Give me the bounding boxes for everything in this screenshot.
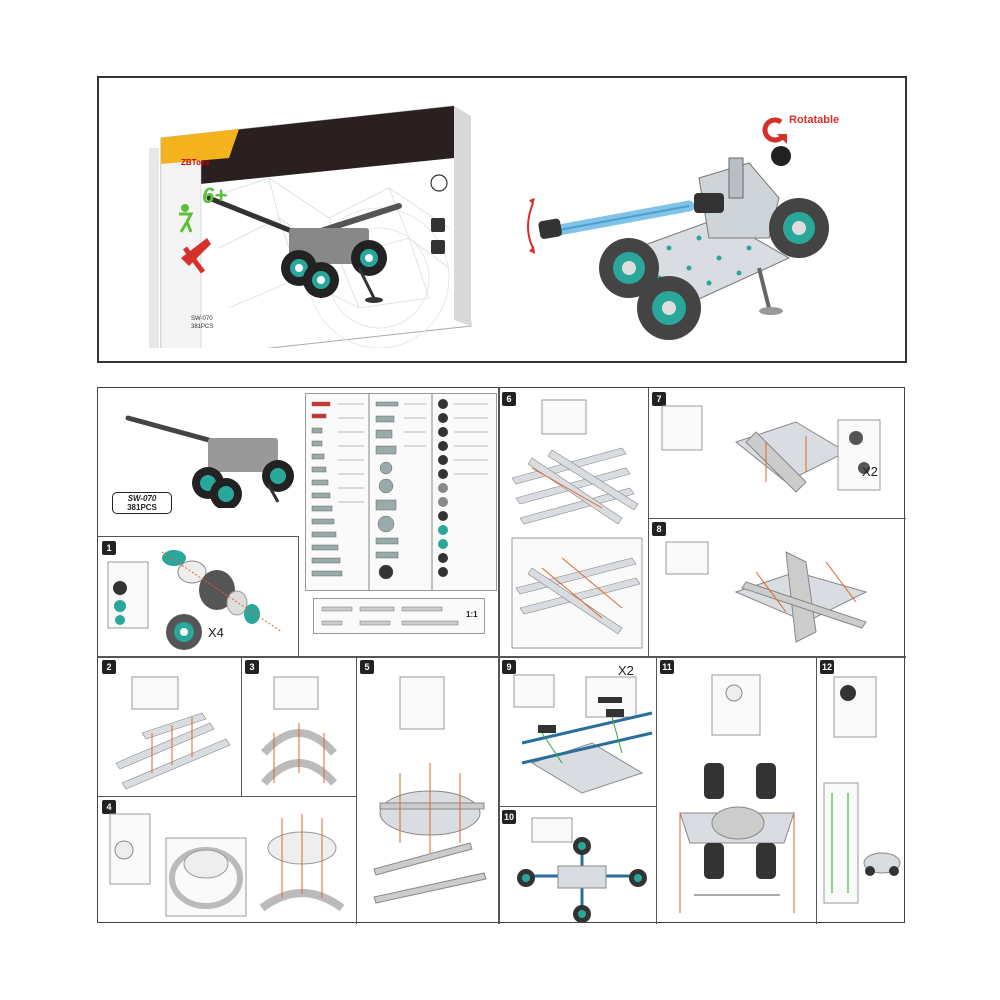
- box-brand: ZBToys: [181, 158, 210, 167]
- step-number-1: 1: [102, 541, 116, 555]
- scale-label: 1:1: [466, 610, 478, 619]
- step-9-multiplier: X2: [618, 663, 634, 678]
- divider: [98, 796, 356, 797]
- step-8-diagram: [665, 541, 868, 643]
- product-box-illustration: [149, 105, 472, 348]
- step-7-multiplier: X2: [862, 464, 878, 479]
- box-pcs: 381PCS: [191, 324, 214, 330]
- manual-model-badge: SW-070 381PCS: [112, 492, 172, 514]
- step-number-3: 3: [245, 660, 259, 674]
- manual-model: SW-070: [127, 494, 157, 503]
- step-10-diagram: [517, 817, 647, 922]
- step-2-diagram: [115, 676, 231, 790]
- rotatable-label: Rotatable: [789, 114, 840, 126]
- step-7-diagram: [661, 405, 881, 493]
- step-number-12: 12: [820, 660, 834, 674]
- step-4-diagram: [109, 813, 345, 917]
- divider: [656, 656, 657, 924]
- divider: [98, 656, 906, 658]
- step-1-multiplier: X4: [208, 625, 224, 640]
- strip-ruler-drawing: [321, 606, 459, 626]
- divider: [648, 518, 906, 519]
- step-number-6: 6: [502, 392, 516, 406]
- step-6-diagram: [511, 399, 643, 649]
- divider: [356, 656, 357, 924]
- manual-cover-cannon: [125, 415, 294, 508]
- box-model: SW-070: [191, 316, 213, 322]
- divider: [648, 388, 649, 656]
- box-age-label: 6+: [202, 183, 228, 208]
- divider: [298, 536, 299, 656]
- instruction-manual: SW-070 381PCS: [97, 387, 906, 924]
- parts-list-drawing: [311, 394, 488, 590]
- step-number-7: 7: [652, 392, 666, 406]
- step-number-2: 2: [102, 660, 116, 674]
- step-1-diagram: [107, 550, 283, 650]
- divider: [98, 536, 298, 537]
- divider: [498, 806, 656, 807]
- step-number-11: 11: [660, 660, 674, 674]
- step-number-4: 4: [102, 800, 116, 814]
- step-number-8: 8: [652, 522, 666, 536]
- divider: [241, 656, 242, 796]
- divider: [816, 656, 817, 924]
- step-11-diagram: [679, 674, 795, 913]
- step-12-diagram: [823, 676, 901, 904]
- parts-list: [305, 393, 497, 591]
- step-number-10: 10: [502, 810, 516, 824]
- step-3-diagram: [260, 676, 338, 786]
- rotate-arrow-icon: [762, 117, 787, 144]
- strip-ruler: [313, 598, 485, 634]
- manual-pcs: 381PCS: [127, 503, 157, 512]
- step-number-9: 9: [502, 660, 516, 674]
- product-showcase-panel: ZBToys 6+ SW-070 381PCS: [97, 76, 907, 363]
- step-5-diagram: [373, 676, 487, 904]
- step-9-diagram: [513, 674, 653, 794]
- assembled-cannon-illustration: [527, 146, 829, 340]
- step-number-5: 5: [360, 660, 374, 674]
